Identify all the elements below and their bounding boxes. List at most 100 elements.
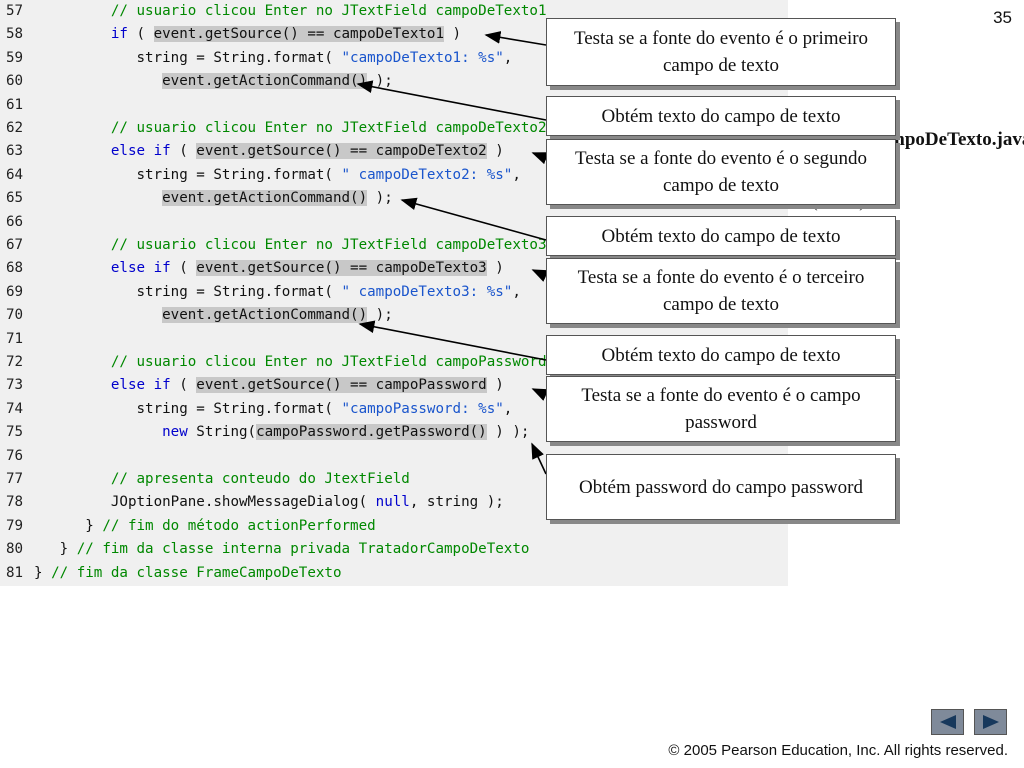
code-token: ( — [170, 377, 197, 394]
code-token — [34, 260, 111, 276]
code-text: JOptionPane.showMessageDialog( null, str… — [34, 491, 504, 514]
line-number: 64 — [6, 166, 24, 183]
code-token: string = String.format( — [34, 283, 342, 300]
callout-5: Testa se a fonte do evento é o terceiro … — [546, 258, 896, 324]
code-text: new String(campoPassword.getPassword() )… — [34, 421, 529, 444]
code-token: // usuario clicou Enter no JTextField ca… — [110, 354, 547, 370]
code-line: 81} // fim da classe FrameCampoDeTexto — [0, 562, 788, 585]
code-token: // usuario clicou Enter no JTextField ca… — [110, 120, 547, 136]
next-slide-button[interactable] — [974, 709, 1007, 735]
code-token: "campoPassword: %s" — [341, 400, 504, 417]
code-text: string = String.format( "campoDeTexto1: … — [34, 47, 512, 70]
code-token: , — [512, 166, 521, 183]
code-text: // usuario clicou Enter no JTextField ca… — [34, 0, 547, 23]
callout-text: Testa se a fonte do evento é o segundo c… — [574, 148, 868, 196]
line-number: 66 — [6, 213, 24, 230]
code-token: string = String.format( — [34, 49, 342, 66]
code-text: string = String.format( " campoDeTexto3:… — [34, 281, 521, 304]
code-token — [34, 237, 111, 253]
line-number: 76 — [6, 447, 24, 464]
line-number: 58 — [6, 26, 24, 43]
callout-text: Obtém password do campo password — [579, 476, 863, 498]
code-text: else if ( event.getSource() == campoPass… — [34, 374, 504, 397]
code-line: 71 — [0, 328, 788, 351]
code-token: new — [162, 424, 188, 441]
line-number: 70 — [6, 307, 24, 324]
line-number: 71 — [6, 330, 24, 347]
code-token: ( — [170, 143, 197, 160]
code-text: event.getActionCommand() ); — [34, 70, 393, 93]
copyright-notice: © 2005 Pearson Education, Inc. All right… — [668, 742, 1008, 759]
code-token — [34, 354, 111, 370]
code-token: ); — [367, 73, 393, 90]
line-number: 61 — [6, 96, 24, 113]
code-text: else if ( event.getSource() == campoDeTe… — [34, 140, 504, 163]
code-token: event.getActionCommand() — [162, 307, 368, 324]
code-line: 63 else if ( event.getSource() == campoD… — [0, 140, 788, 163]
code-token: , — [503, 400, 513, 417]
code-text: // usuario clicou Enter no JTextField ca… — [34, 117, 547, 140]
code-token: } — [34, 517, 103, 534]
code-line: 76 — [0, 445, 788, 468]
code-token: null — [375, 494, 410, 511]
code-text: // apresenta conteudo do JtextField — [34, 468, 410, 491]
code-token — [34, 377, 111, 393]
code-line: 70 event.getActionCommand() ); — [0, 304, 788, 327]
callout-text: Obtém texto do campo de texto — [601, 344, 841, 366]
code-token: ( — [170, 260, 197, 277]
code-line: 61 — [0, 94, 788, 117]
code-text: } // fim da classe FrameCampoDeTexto — [34, 562, 342, 585]
code-token: event.getActionCommand() — [162, 190, 368, 207]
code-token — [34, 143, 111, 159]
callout-text: Obtém texto do campo de texto — [601, 225, 841, 247]
prev-slide-button[interactable] — [931, 709, 964, 735]
code-token: // fim da classe FrameCampoDeTexto — [51, 564, 342, 581]
code-token: , string ); — [409, 494, 504, 511]
code-token: event.getSource() == campoDeTexto2 — [196, 143, 487, 160]
code-token — [34, 120, 111, 136]
code-line: 62 // usuario clicou Enter no JTextField… — [0, 117, 788, 140]
code-token: // fim do método actionPerformed — [102, 517, 376, 534]
code-text: // usuario clicou Enter no JTextField ca… — [34, 351, 547, 374]
code-token: } — [34, 564, 52, 581]
code-line: 75 new String(campoPassword.getPassword(… — [0, 421, 788, 444]
code-token: event.getSource() == campoPassword — [196, 377, 487, 394]
code-token — [34, 471, 111, 487]
code-token: ) ); — [486, 424, 530, 441]
code-token: JOptionPane.showMessageDialog( — [34, 494, 376, 511]
code-text: // usuario clicou Enter no JTextField ca… — [34, 234, 547, 257]
code-token: if — [110, 26, 128, 43]
code-text: if ( event.getSource() == campoDeTexto1 … — [34, 23, 461, 46]
code-token: ) — [486, 260, 504, 277]
code-token — [34, 190, 162, 206]
code-token — [34, 307, 162, 323]
code-line: 80 } // fim da classe interna privada Tr… — [0, 538, 788, 561]
callout-text: Obtém texto do campo de texto — [601, 105, 841, 127]
line-number: 68 — [6, 260, 24, 277]
code-text: else if ( event.getSource() == campoDeTe… — [34, 257, 504, 280]
line-number: 60 — [6, 73, 24, 90]
line-number: 69 — [6, 283, 24, 300]
line-number: 79 — [6, 517, 24, 534]
code-token: string = String.format( — [34, 400, 342, 417]
code-token: // usuario clicou Enter no JTextField ca… — [110, 237, 547, 253]
code-line: 58 if ( event.getSource() == campoDeText… — [0, 23, 788, 46]
code-token: String( — [187, 424, 257, 441]
code-line: 65 event.getActionCommand() ); — [0, 187, 788, 210]
code-token: ) — [486, 377, 504, 394]
code-text: } // fim do método actionPerformed — [34, 515, 376, 538]
code-token: // apresenta conteudo do JtextField — [110, 471, 410, 487]
callout-1: Testa se a fonte do evento é o primeiro … — [546, 18, 896, 86]
line-number: 75 — [6, 424, 24, 441]
code-token: ( — [127, 26, 154, 43]
callout-text: Testa se a fonte do evento é o campo pas… — [581, 385, 861, 433]
callout-text: Testa se a fonte do evento é o primeiro … — [573, 28, 869, 76]
callout-3: Testa se a fonte do evento é o segundo c… — [546, 139, 896, 205]
code-token — [34, 73, 162, 89]
code-line: 64 string = String.format( " campoDeText… — [0, 164, 788, 187]
line-number: 78 — [6, 494, 24, 511]
code-line: 73 else if ( event.getSource() == campoP… — [0, 374, 788, 397]
code-token — [34, 26, 111, 42]
code-token: , — [512, 283, 521, 300]
line-number: 59 — [6, 49, 24, 66]
